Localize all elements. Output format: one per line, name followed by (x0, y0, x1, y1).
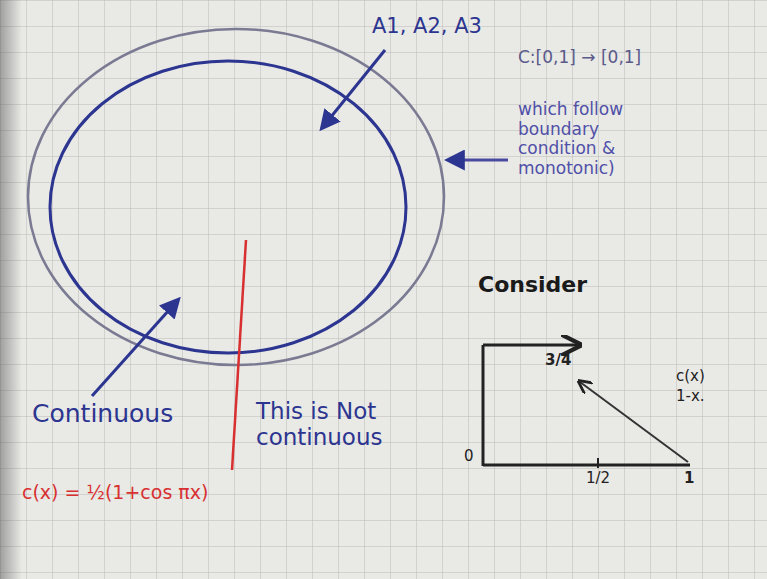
graph-line (580, 382, 688, 462)
axis-value: 0 (464, 448, 474, 465)
set-label: Continuous (32, 400, 173, 429)
note: This is Not continuous (256, 398, 426, 451)
map-note: C:[0,1] → [0,1] (518, 48, 641, 68)
leader-line (92, 300, 178, 396)
condition-note: which follow boundary condition & monoto… (518, 100, 668, 178)
y-axis (482, 345, 485, 466)
shadow (0, 0, 22, 579)
axis-value: 1/2 (586, 470, 610, 487)
red-member (232, 240, 246, 470)
function-label: 1-x. (676, 388, 705, 405)
function-label: c(x) (676, 368, 705, 385)
axis-value: 1 (684, 470, 694, 487)
tick (597, 458, 599, 468)
formula: c(x) = ½(1+cos πx) (22, 482, 208, 504)
continuous-set (50, 61, 406, 353)
heading: Consider (478, 272, 587, 297)
set-label: A1, A2, A3 (372, 14, 482, 38)
outer-set (28, 29, 444, 365)
x-axis (483, 464, 690, 467)
leader-line (322, 50, 385, 128)
leader-arrow (448, 159, 508, 162)
top-arrow (483, 344, 578, 347)
axis-value: 3/4 (545, 352, 571, 369)
